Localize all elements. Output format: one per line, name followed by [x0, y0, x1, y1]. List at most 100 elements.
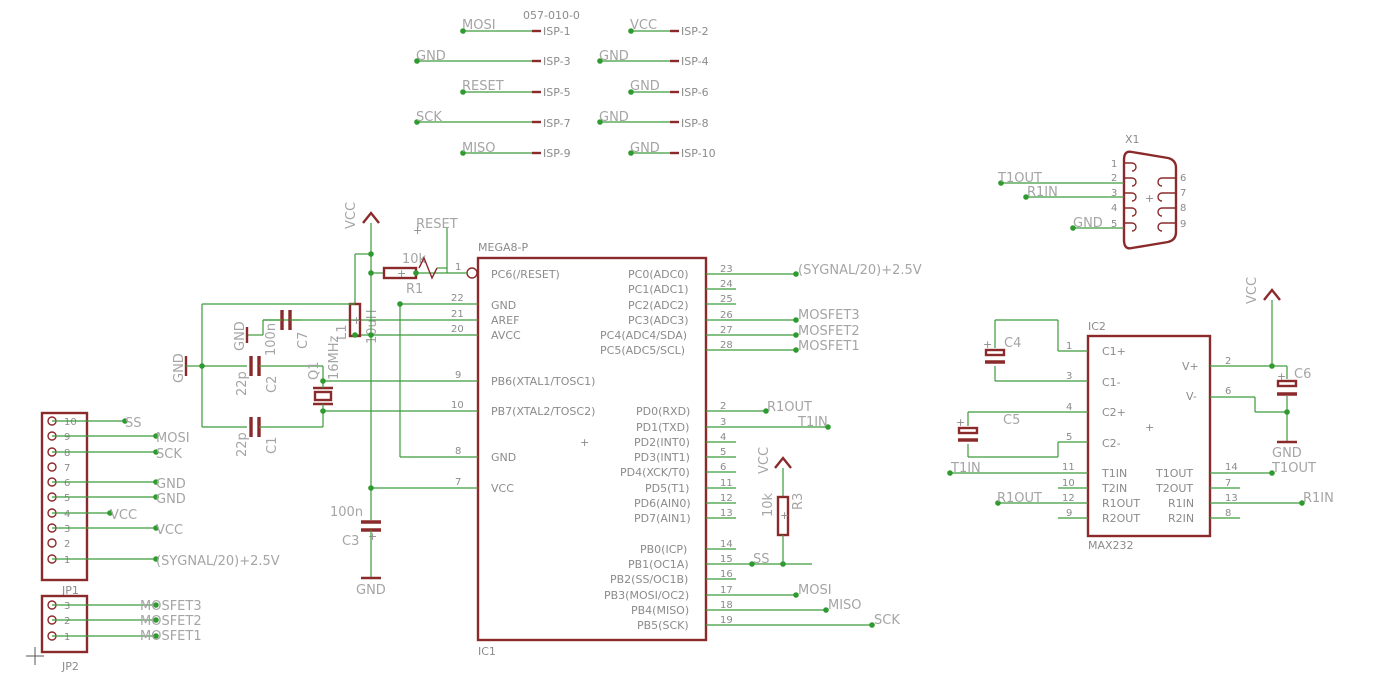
jp2-net-mosfet2: MOSFET2 [140, 614, 202, 629]
ic1-pin-pb3: PB3(MOSI/OC2) [604, 589, 689, 602]
ic1-pin-pb0: PB0(ICP) [640, 543, 687, 556]
ic1-net-pc4: MOSFET2 [798, 324, 860, 339]
x1-pin-4: 4 [1111, 203, 1117, 214]
svg-text:+: + [983, 338, 992, 351]
ic1-pin-pd6: PD6(AIN0) [634, 497, 691, 510]
jp1-pin-1: 1 [64, 555, 70, 566]
ic1-pin-pc4: PC4(ADC4/SDA) [600, 329, 687, 342]
ic1-pinnum-8: 8 [455, 446, 461, 457]
isp-net-10: GND [630, 141, 660, 156]
isp-net-5: RESET [462, 79, 504, 94]
svg-text:+: + [368, 530, 377, 543]
ground-label-left: GND [172, 353, 187, 383]
ic2-pinnum-10: 10 [1062, 478, 1075, 489]
ic1-pinnum-27: 27 [720, 325, 733, 336]
svg-text:+: + [1277, 370, 1286, 383]
ic2-pin-r2in: R2IN [1168, 512, 1194, 525]
isp-net-4: GND [599, 49, 629, 64]
ic2-pin-vminus: V- [1186, 390, 1197, 403]
ic2-pinnum-11: 11 [1062, 462, 1075, 473]
isp-header: 057-010-0 MOSI ISP-1 GND ISP-3 RESET ISP… [414, 9, 716, 160]
ic1-net-pb3: MOSI [798, 583, 832, 598]
q1-label: Q1 [307, 361, 322, 380]
ic1-net-pc5: MOSFET1 [798, 339, 860, 354]
jp1-pin-6: 6 [64, 478, 70, 489]
x1-pin-8: 8 [1180, 203, 1186, 214]
ic1-pinnum-15: 15 [720, 554, 733, 565]
ic1-pinnum-24: 24 [720, 279, 733, 290]
ic2-pinnum-13: 13 [1225, 493, 1238, 504]
l1-value: 10uH [365, 309, 380, 344]
jp1-net-sck: SCK [156, 447, 182, 462]
isp-net-2: VCC [630, 18, 657, 33]
jp2-pin-3: 3 [64, 601, 70, 612]
ic1-pinnum-23: 23 [720, 264, 733, 275]
ic1-pin-pc3: PC3(ADC3) [628, 314, 689, 327]
x1-name: X1 [1125, 133, 1140, 146]
ic1-pinnum-10: 10 [451, 400, 464, 411]
ic2-pin-c1m: C1- [1102, 376, 1121, 389]
ic1-mega8: MEGA8-P IC1 + 1 PC6(/RESET) 22 GND 21 AR… [263, 241, 922, 658]
ic2-pin-vplus: V+ [1182, 360, 1199, 373]
c2-label: C2 [265, 376, 280, 393]
svg-text:+: + [397, 267, 406, 280]
ic1-pin-gnd22: GND [491, 299, 516, 312]
ic1-pin-pb7: PB7(XTAL2/TOSC2) [491, 405, 595, 418]
ic1-pinnum-20: 20 [451, 324, 464, 335]
r3-value: 10k [761, 492, 776, 517]
jp2-net-mosfet3: MOSFET3 [140, 599, 202, 614]
ic2-pin-t2out: T2OUT [1155, 482, 1193, 495]
c7-gnd-label: GND [233, 321, 248, 351]
isp-pin-6: ISP-6 [681, 86, 709, 99]
ic1-pinnum-9: 9 [455, 370, 461, 381]
isp-pin-5: ISP-5 [543, 86, 571, 99]
ic1-pinnum-11: 11 [720, 478, 733, 489]
isp-pin-9: ISP-9 [543, 147, 571, 160]
isp-pin-7: ISP-7 [543, 117, 571, 130]
ic1-pin-pd3: PD3(INT1) [634, 451, 690, 464]
ic1-pin-pb4: PB4(MISO) [631, 604, 689, 617]
ic1-pinnum-3: 3 [720, 417, 726, 428]
c1-label: C1 [265, 437, 280, 454]
ic2-pinnum-5: 5 [1066, 432, 1072, 443]
jp1-connector: JP1 10 9 8 7 6 5 4 3 2 1 SS MOSI SCK GND [40, 411, 280, 597]
ic2-pin-r2out: R2OUT [1102, 512, 1140, 525]
ic2-pin-c2p: C2+ [1102, 406, 1126, 419]
ic1-pinnum-21: 21 [451, 309, 464, 320]
ic1-pin-gnd8: GND [491, 451, 516, 464]
ic1-pinnum-5: 5 [720, 447, 726, 458]
r3-resistor: + VCC 10k R3 [757, 447, 806, 564]
ic1-pin-vcc: VCC [491, 482, 514, 495]
ic1-pinnum-4: 4 [720, 432, 726, 443]
vcc-label-top: VCC [344, 202, 359, 229]
c4-label: C4 [1004, 336, 1021, 351]
isp-net-6: GND [630, 79, 660, 94]
x1-pin-6: 6 [1180, 173, 1186, 184]
ic2-net-t1in: T1IN [950, 461, 981, 476]
x1-net-t1out: T1OUT [997, 171, 1042, 186]
c3-value: 100n [330, 505, 363, 520]
jp1-net-signal: (SYGNAL/20)+2.5V [156, 554, 280, 569]
q1-value: 16MHz [327, 335, 342, 380]
svg-text:+: + [1145, 192, 1154, 205]
ic1-net-pd1: T1IN [797, 415, 828, 430]
c6-label: C6 [1294, 367, 1311, 382]
jp1-pin-8: 8 [64, 448, 70, 459]
ic2-pin-r1in: R1IN [1168, 497, 1194, 510]
jp1-net-gnd5: GND [156, 492, 186, 507]
isp-title: 057-010-0 [523, 9, 580, 22]
ic2-pinnum-2: 2 [1225, 356, 1231, 367]
r3-vcc-label: VCC [757, 447, 772, 474]
ic1-name: IC1 [478, 645, 496, 658]
ic1-pin-pc0: PC0(ADC0) [628, 268, 689, 281]
jp1-net-gnd6: GND [156, 477, 186, 492]
jp1-pin-2: 2 [64, 539, 70, 550]
ic1-pinnum-17: 17 [720, 585, 733, 596]
ic1-pinnum-12: 12 [720, 493, 733, 504]
ic1-pinnum-1: 1 [455, 262, 461, 273]
isp-pin-10: ISP-10 [681, 147, 716, 160]
ic1-support-circuit: VCC + 10k R1 RESET + + L1 10uH [172, 202, 458, 598]
jp1-net-ss: SS [125, 416, 142, 431]
c2-value: 22p [235, 371, 250, 396]
ic2-pin-t2in: T2IN [1101, 482, 1127, 495]
